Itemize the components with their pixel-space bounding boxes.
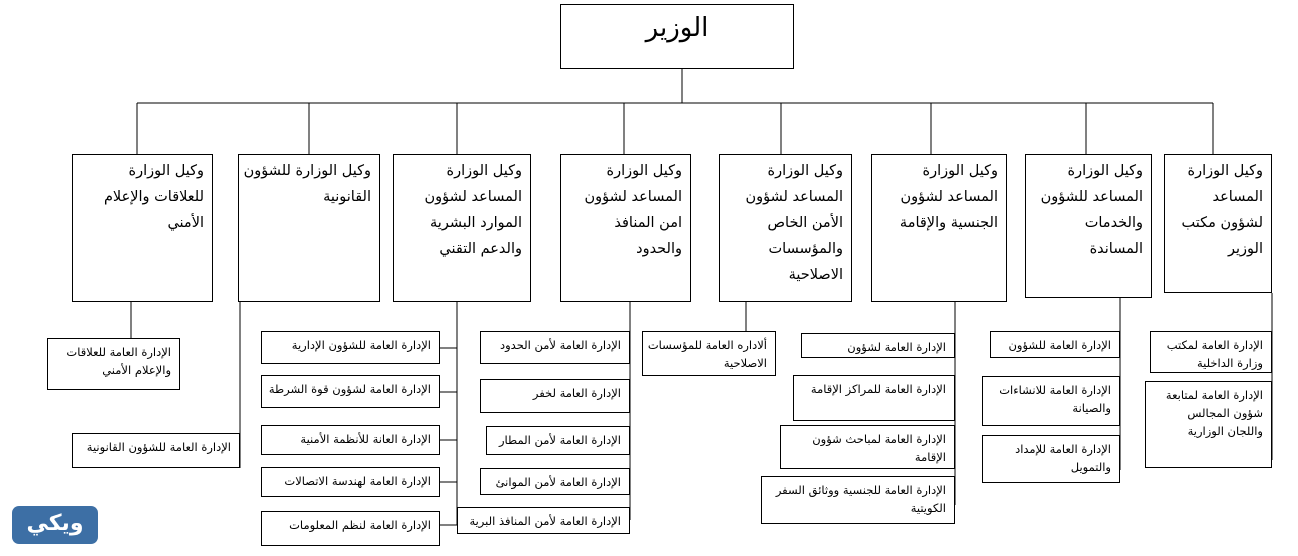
dept-label: الإدارة العامة لشؤون قوة الشرطة bbox=[268, 382, 431, 396]
dept-box: الإدارة العامة لمتابعة شؤون المجالس والل… bbox=[1145, 381, 1272, 468]
vp-box-ports-borders: وكيل الوزارة المساعد لشؤون امن المنافذ و… bbox=[560, 154, 691, 302]
dept-label: الإدارة العامة للشؤون القانونية bbox=[86, 440, 231, 454]
dept-label: الإدارة العامة لمتابعة شؤون المجالس والل… bbox=[1165, 388, 1263, 438]
vp-label: وكيل الوزارة المساعد لشؤون الموارد البشر… bbox=[424, 163, 522, 257]
dept-label: الإدارة العامة لأمن المنافذ البرية bbox=[469, 514, 621, 528]
dept-label: الإدارة العامة لأمن الحدود bbox=[500, 338, 621, 352]
dept-label: الإدارة العانة للأنظمة الأمنية bbox=[300, 432, 431, 446]
dept-box: الإدارة العامة لأمن المنافذ البرية bbox=[457, 507, 630, 534]
dept-box: الإدارة العامة لمباحث شؤون الإقامة bbox=[780, 425, 955, 469]
dept-box: الإدارة العامة لأمن الموانئ bbox=[480, 468, 630, 495]
dept-box: الإدارة العامة للمراكز الإقامة bbox=[793, 375, 955, 421]
dept-box: الإدارة العامة للجنسية ووثائق السفر الكو… bbox=[761, 476, 955, 524]
dept-label: ألاداره العامة للمؤسسات الاصلاحية bbox=[647, 338, 767, 370]
dept-label: الإدارة العامة لخفر bbox=[532, 386, 621, 400]
dept-label: الإدارة العامة لمكتب وزارة الداخلية bbox=[1166, 338, 1263, 370]
vp-label: وكيل الوزارة المساعد لشؤون امن المنافذ و… bbox=[584, 163, 682, 257]
vp-box-legal: وكيل الوزارة للشؤون القانونية bbox=[238, 154, 380, 302]
minister-box: الوزير bbox=[560, 4, 794, 69]
dept-box: الإدارة العامة لنظم المعلومات bbox=[261, 511, 440, 546]
dept-box: الإدارة العامة لأمن المطار bbox=[486, 426, 630, 455]
dept-label: الإدارة العامة للمراكز الإقامة bbox=[810, 382, 946, 396]
vp-box-nationality-residence: وكيل الوزارة المساعد لشؤون الجنسية والإق… bbox=[871, 154, 1007, 302]
dept-label: الإدارة العامة للعلاقات والإعلام الأمني bbox=[66, 345, 171, 377]
wiki-logo: ويكي bbox=[12, 506, 98, 544]
vp-label: وكيل الوزارة المساعد لشؤون الجنسية والإق… bbox=[899, 163, 998, 231]
dept-label: الإدارة العامة للشؤون bbox=[1008, 338, 1111, 352]
vp-label: وكيل الوزارة للعلاقات والإعلام الأمني bbox=[103, 163, 204, 231]
dept-box: الإدارة العامة للشؤون الإدارية bbox=[261, 331, 440, 364]
dept-label: الإدارة العامة للانشاءات والصيانة bbox=[999, 383, 1111, 415]
dept-box: الإدارة العامة لمكتب وزارة الداخلية bbox=[1150, 331, 1272, 373]
dept-label: الإدارة العامة لهندسة الاتصالات bbox=[284, 474, 431, 488]
dept-box: الإدارة العامة لشؤون قوة الشرطة bbox=[261, 375, 440, 408]
dept-label: الإدارة العامة لمباحث شؤون الإقامة bbox=[812, 432, 946, 464]
dept-box: الإدارة العامة للانشاءات والصيانة bbox=[982, 376, 1120, 426]
minister-title: الوزير bbox=[645, 13, 709, 43]
vp-box-hr-tech: وكيل الوزارة المساعد لشؤون الموارد البشر… bbox=[393, 154, 531, 302]
dept-box: الإدارة العامة لشؤون bbox=[801, 333, 955, 358]
vp-box-support-services: وكيل الوزارة المساعد للشؤون والخدمات الم… bbox=[1025, 154, 1152, 298]
dept-label: الإدارة العامة لأمن المطار bbox=[498, 433, 621, 447]
dept-box: الإدارة العامة للإمداد والتمويل bbox=[982, 435, 1120, 483]
vp-box-minister-office: وكيل الوزارة المساعد لشؤون مكتب الوزير bbox=[1164, 154, 1272, 293]
dept-label: الإدارة العامة لنظم المعلومات bbox=[289, 518, 431, 532]
dept-label: الإدارة العامة للشؤون الإدارية bbox=[291, 338, 431, 352]
dept-box: ألاداره العامة للمؤسسات الاصلاحية bbox=[642, 331, 776, 376]
dept-label: الإدارة العامة لأمن الموانئ bbox=[495, 475, 621, 489]
vp-label: وكيل الوزارة المساعد للشؤون والخدمات الم… bbox=[1040, 163, 1143, 257]
dept-label: الإدارة العامة للإمداد والتمويل bbox=[1015, 442, 1111, 474]
dept-box: الإدارة العامة للشؤون القانونية bbox=[72, 433, 240, 468]
dept-box: الإدارة العامة لأمن الحدود bbox=[480, 331, 630, 364]
dept-box: الإدارة العامة لخفر bbox=[480, 379, 630, 413]
dept-label: الإدارة العامة لشؤون bbox=[847, 340, 946, 354]
vp-box-relations-media: وكيل الوزارة للعلاقات والإعلام الأمني bbox=[72, 154, 213, 302]
logo-text: ويكي bbox=[26, 511, 84, 536]
dept-box: الإدارة العامة للشؤون bbox=[990, 331, 1120, 358]
dept-box: الإدارة العامة لهندسة الاتصالات bbox=[261, 467, 440, 497]
vp-label: وكيل الوزارة المساعد لشؤون الأمن الخاص و… bbox=[745, 163, 843, 283]
vp-label: وكيل الوزارة للشؤون القانونية bbox=[243, 163, 371, 205]
vp-box-special-security: وكيل الوزارة المساعد لشؤون الأمن الخاص و… bbox=[719, 154, 852, 302]
dept-label: الإدارة العامة للجنسية ووثائق السفر الكو… bbox=[775, 483, 946, 515]
dept-box: الإدارة العانة للأنظمة الأمنية bbox=[261, 425, 440, 455]
vp-label: وكيل الوزارة المساعد لشؤون مكتب الوزير bbox=[1181, 163, 1264, 257]
dept-box: الإدارة العامة للعلاقات والإعلام الأمني bbox=[47, 338, 180, 390]
